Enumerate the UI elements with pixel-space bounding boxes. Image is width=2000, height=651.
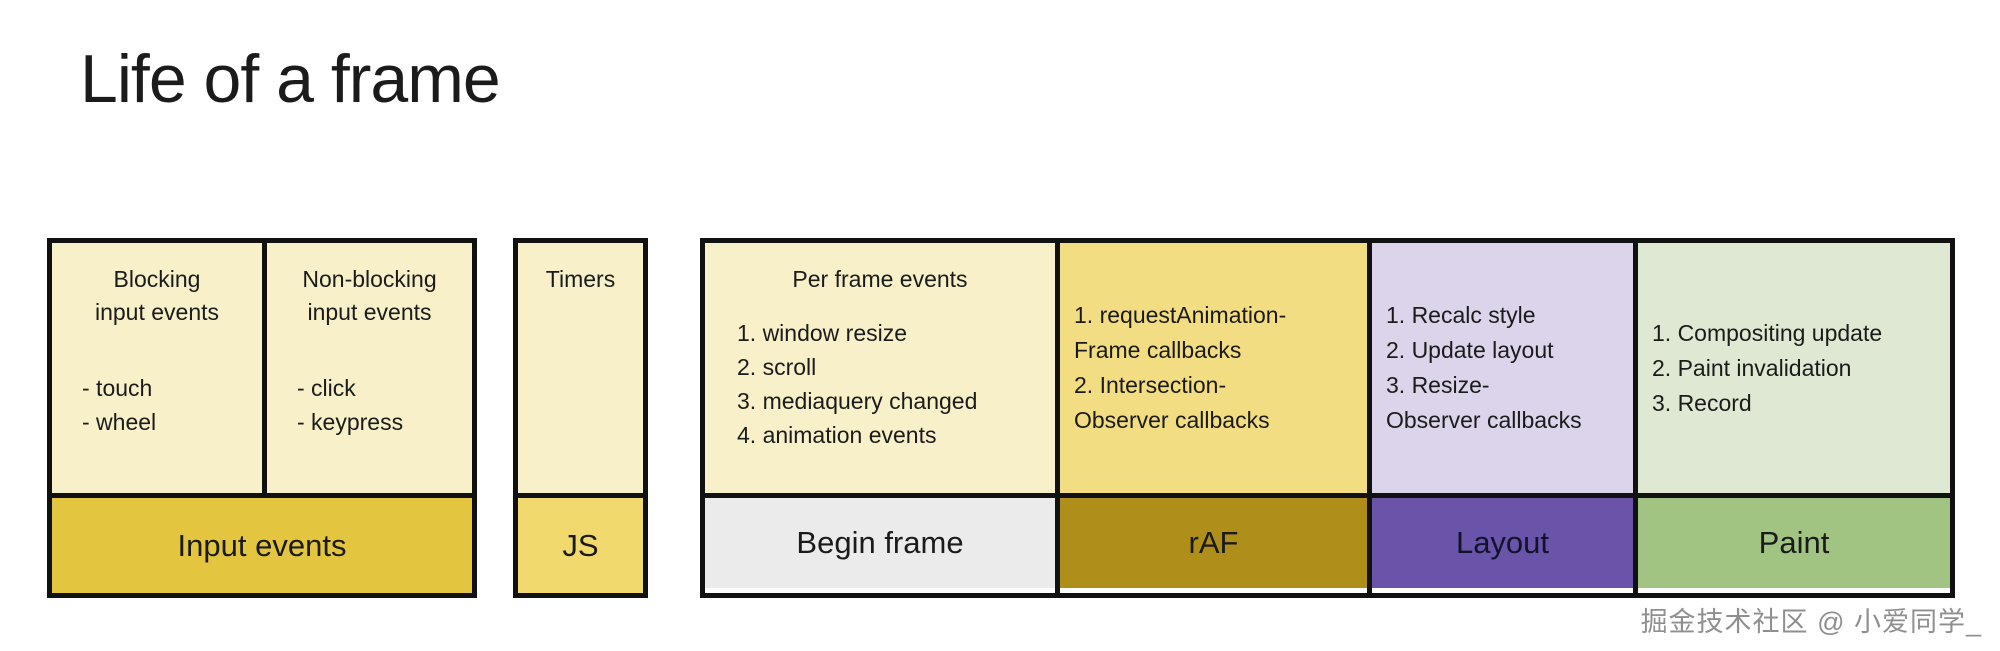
list-item: 2. Update layout <box>1386 337 1554 363</box>
list-item: Observer callbacks <box>1074 407 1270 433</box>
list-item: 4. animation events <box>737 422 937 448</box>
page-title: Life of a frame <box>80 41 501 117</box>
list-item: 3. mediaquery changed <box>737 388 978 414</box>
begin-frame-label: Begin frame <box>705 493 1055 588</box>
timers-cell: Timers <box>518 243 643 493</box>
list-item: - touch <box>82 375 153 401</box>
input-events-box: Blocking input events - touch - wheel No… <box>47 238 477 598</box>
non-blocking-input-cell: Non-blocking input events - click - keyp… <box>267 243 472 493</box>
paint-list: 1. Compositing update 2. Paint invalidat… <box>1638 243 1950 481</box>
js-box: Timers JS <box>513 238 648 598</box>
list-item: - keypress <box>297 409 404 435</box>
layout-cell: 1. Recalc style 2. Update layout 3. Resi… <box>1372 243 1633 493</box>
input-events-label: Input events <box>52 493 472 593</box>
list-item: 1. window resize <box>737 320 908 346</box>
paint-cell: 1. Compositing update 2. Paint invalidat… <box>1638 243 1950 493</box>
begin-frame-column: Per frame events 1. window resize 2. scr… <box>705 243 1060 593</box>
list-item: 3. Resize- <box>1386 372 1490 398</box>
js-top-row: Timers <box>518 243 643 493</box>
list-item: 1. Recalc style <box>1386 302 1536 328</box>
paint-column: 1. Compositing update 2. Paint invalidat… <box>1638 243 1950 593</box>
non-blocking-input-heading: Non-blocking input events <box>302 266 437 325</box>
layout-label: Layout <box>1372 493 1633 588</box>
raf-label: rAF <box>1060 493 1367 588</box>
input-events-top-row: Blocking input events - touch - wheel No… <box>52 243 472 493</box>
watermark-text: 掘金技术社区 @ 小爱同学_ <box>1640 607 1982 637</box>
layout-column: 1. Recalc style 2. Update layout 3. Resi… <box>1372 243 1638 593</box>
blocking-input-cell: Blocking input events - touch - wheel <box>52 243 267 493</box>
raf-list: 1. requestAnimation- Frame callbacks 2. … <box>1060 243 1367 481</box>
list-item: 2. Paint invalidation <box>1652 354 1852 381</box>
frame-pipeline-box: Per frame events 1. window resize 2. scr… <box>700 238 1955 598</box>
js-label: JS <box>518 493 643 593</box>
timers-heading: Timers <box>545 266 616 292</box>
raf-column: 1. requestAnimation- Frame callbacks 2. … <box>1060 243 1372 593</box>
per-frame-events-list: 1. window resize 2. scroll 3. mediaquery… <box>705 316 1055 452</box>
layout-list: 1. Recalc style 2. Update layout 3. Resi… <box>1372 243 1633 481</box>
list-item: Observer callbacks <box>1386 407 1582 433</box>
list-item: 2. scroll <box>737 354 817 380</box>
list-item: Frame callbacks <box>1074 337 1242 363</box>
list-item: - click <box>297 375 356 401</box>
paint-label: Paint <box>1638 493 1950 588</box>
list-item: - wheel <box>82 409 157 435</box>
non-blocking-input-list: - click - keypress <box>267 371 472 439</box>
per-frame-events-cell: Per frame events 1. window resize 2. scr… <box>705 243 1055 493</box>
list-item: 3. Record <box>1652 389 1752 416</box>
list-item: 1. Compositing update <box>1652 319 1883 346</box>
list-item: 1. requestAnimation- <box>1074 302 1287 328</box>
blocking-input-list: - touch - wheel <box>52 371 262 439</box>
raf-cell: 1. requestAnimation- Frame callbacks 2. … <box>1060 243 1367 493</box>
list-item: 2. Intersection- <box>1074 372 1227 398</box>
blocking-input-heading: Blocking input events <box>94 266 220 325</box>
per-frame-events-heading: Per frame events <box>792 266 968 292</box>
